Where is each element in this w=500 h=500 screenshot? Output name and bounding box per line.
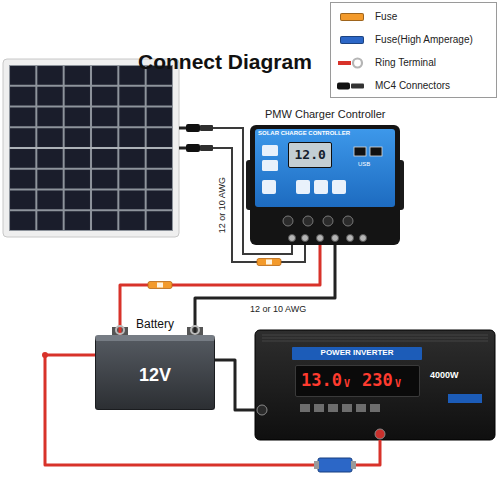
mc4-connector [186,124,200,132]
housing-rib [262,335,488,336]
legend: FuseFuse(High Amperage) Ring TerminalMC4 … [330,3,496,98]
legend-row: MC4 Connectors [330,80,496,94]
fuse [257,259,281,266]
status-icon [262,145,278,156]
device-print: POWER INVERTER [292,348,422,357]
legend-row: Ring Terminal [330,57,496,71]
fuse-swatch [340,36,364,44]
screw-terminal [302,235,309,242]
inverter-terminal [257,405,267,415]
fuse-cap [314,461,319,469]
legend-text: Ring Terminal [375,57,436,69]
fuse [148,282,172,289]
mc4-connector [186,144,200,152]
legend-text: MC4 Connectors [375,80,450,92]
high-amperage-fuse [318,458,352,472]
screw-terminal [332,235,339,242]
wire-bend [42,352,48,358]
power-rating: 4000W [430,370,459,380]
usb-port [370,147,382,156]
port-label: USB [358,161,370,168]
unit-mark: V [344,378,350,390]
legend-frame [331,3,497,98]
legend-row: Fuse(High Amperage) [330,34,496,48]
usb-port [354,147,366,156]
inverter-icon [328,404,338,412]
ring-terminal [116,326,124,334]
control-button [343,216,353,226]
control-button [323,216,333,226]
screw-terminal [347,235,354,242]
power-inverter: POWER INVERTER4000W13.0V230V [255,330,495,440]
inverter-icon [314,404,324,412]
mc4-connector [200,125,213,131]
status-icon [262,160,278,171]
inverter-icon [356,404,366,412]
wire [215,360,255,410]
screw-terminal [289,235,296,242]
inverter-band [292,347,422,360]
wire-gauge: 12 or 10 AWG [250,304,306,314]
device-title: PMW Charger Controller [265,108,385,121]
ring-terminal-icon [338,61,351,65]
mc4-icon [351,84,364,89]
battery: Battery12V [95,335,215,410]
controller-face [255,129,395,207]
unit-mark: V [395,378,401,390]
solar-panel-cells [9,65,173,231]
charge-controller: PMW Charger ControllerSOLAR CHARGE CONTR… [250,125,400,245]
status-icon [262,180,276,194]
screw-terminal [360,235,367,242]
wire-gauge: 12 or 10 AWG [217,177,227,233]
busbar [9,147,173,149]
fuse-window [157,283,163,288]
control-button [283,216,293,226]
panel-cable [179,147,187,150]
controller-housing [250,125,400,245]
legend-text: Fuse [375,11,397,23]
wire [120,245,320,335]
status-icon [296,180,310,194]
inverter-icon [300,404,310,412]
ring-terminal-icon [353,59,362,68]
control-button [303,216,313,226]
led-reading: 230 [362,371,393,391]
panel-print: SOLAR CHARGE CONTROLLER [258,130,350,137]
led-display: 13.0V230V [295,365,420,397]
lcd-screen: 12.0 [288,142,332,168]
inverter-terminal [375,429,385,439]
status-icon [332,180,346,194]
inverter-icon [342,404,352,412]
legend-text: Fuse(High Amperage) [375,34,473,46]
mc4-icon [337,83,350,90]
fuse-cap [351,461,356,469]
led-reading: 13.0 [301,371,342,391]
ring-terminal [191,326,199,334]
mc4-connector [200,145,213,151]
fuse-window [266,260,272,265]
housing-rib [262,338,488,339]
inverter-housing [255,330,495,440]
legend-row: Fuse [330,11,496,25]
lcd-reading: 12.0 [295,148,326,163]
voltage-rating: 12V [139,365,171,386]
panel-cable [179,127,187,130]
inverter-tag [448,394,482,403]
screw-terminal [317,235,324,242]
status-icon [314,180,328,194]
wire [195,245,335,335]
solar-panel-frame [3,59,179,237]
housing-rib [262,341,488,342]
fuse-swatch [340,13,364,21]
battery-label: Battery [136,318,174,332]
diagram-title: Connect Diagram [138,50,312,74]
inverter-icon [370,404,380,412]
